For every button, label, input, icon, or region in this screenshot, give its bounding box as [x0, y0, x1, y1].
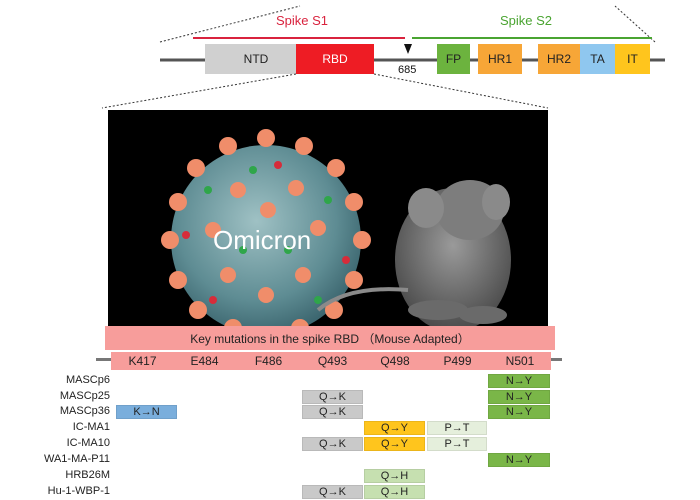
mutation-cell: Q→Y: [364, 437, 425, 451]
mutation-cell: Q→H: [364, 485, 425, 499]
domain-fp: FP: [437, 44, 470, 74]
strain-name: MASCp25: [59, 390, 110, 402]
mutation-cell: Q→K: [302, 485, 363, 499]
strain-name: MASCp36: [59, 405, 110, 417]
position-p499: P499: [426, 352, 489, 370]
position-k417: K417: [111, 352, 174, 370]
rbd-zoom-lines: [101, 73, 549, 109]
strain-name: IC-MA1: [72, 421, 110, 433]
strain-name: WA1-MA-P11: [43, 453, 110, 465]
virus-icon: [161, 129, 371, 337]
position-e484: E484: [173, 352, 236, 370]
domain-rbd: RBD: [296, 44, 374, 74]
mutation-cell: P→T: [427, 421, 487, 435]
mutation-panel-title: Key mutations in the spike RBD （Mouse Ad…: [105, 326, 555, 350]
position-n501: N501: [489, 352, 551, 370]
position-q493: Q493: [301, 352, 364, 370]
domain-hr1: HR1: [478, 44, 522, 74]
mutation-cell: Q→K: [302, 390, 363, 404]
zoom-line-left: [159, 5, 301, 43]
position-f486: F486: [236, 352, 301, 370]
mutation-cell: N→Y: [488, 390, 550, 404]
strain-name: HRB26M: [65, 469, 110, 481]
strain-name: IC-MA10: [66, 437, 110, 449]
cleavage-triangle: [404, 44, 412, 54]
domain-it: IT: [615, 44, 650, 74]
mutation-cell: Q→K: [302, 405, 363, 419]
mutation-cell: N→Y: [488, 405, 550, 419]
mutation-cell: N→Y: [488, 453, 550, 467]
s2-label: Spike S2: [500, 13, 553, 28]
domain-ta: TA: [580, 44, 615, 74]
zoom-line-right: [614, 5, 656, 43]
cleavage-site-label: 685: [398, 64, 417, 76]
s1-label: Spike S1: [276, 13, 329, 28]
mutation-cell: Q→Y: [364, 421, 425, 435]
mutation-cell: N→Y: [488, 374, 550, 388]
strain-name: Hu-1-WBP-1: [47, 485, 110, 497]
mutation-cell: P→T: [427, 437, 487, 451]
illustration-panel: Omicron: [108, 110, 548, 338]
domain-ntd: NTD: [205, 44, 307, 74]
mouse-icon: [316, 180, 511, 332]
domain-hr2: HR2: [538, 44, 580, 74]
strain-name: MASCp6: [65, 374, 110, 386]
omicron-label: Omicron: [213, 225, 312, 255]
mutation-cell: Q→K: [302, 437, 363, 451]
position-q498: Q498: [364, 352, 426, 370]
mutation-cell: Q→H: [364, 469, 425, 483]
virus-mouse-illustration: [161, 129, 511, 337]
mutation-cell: K→N: [116, 405, 177, 419]
